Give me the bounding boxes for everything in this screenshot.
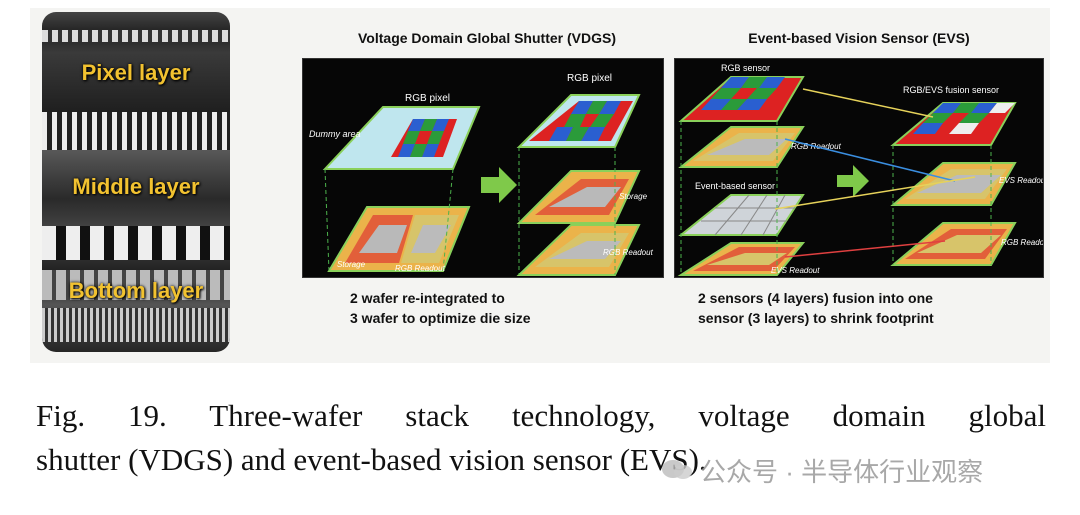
vdgs-caption: 2 wafer re-integrated to 3 wafer to opti… (350, 288, 531, 328)
vdgs-diagram: RGB pixel Dummy area Storage RGB Readout… (302, 58, 664, 278)
evs-fusion-sensor: RGB/EVS fusion sensor (903, 85, 999, 95)
evs-diagram: RGB sensor RGB Readout Event-based senso… (674, 58, 1052, 278)
wechat-icon (662, 460, 692, 479)
evs-caption: 2 sensors (4 layers) fusion into one sen… (698, 288, 934, 328)
middle-layer-label: Middle layer (72, 174, 200, 199)
figure-caption-line1: Fig. 19. Three-wafer stack technology, v… (36, 398, 1046, 433)
bottom-layer-label: Bottom layer (68, 278, 204, 303)
vdgs-caption-line1: 2 wafer re-integrated to (350, 290, 505, 306)
evs-title: Event-based Vision Sensor (EVS) (748, 30, 970, 46)
figure-caption: Fig. 19. Three-wafer stack technology, v… (36, 394, 1046, 482)
vdgs-dummy-area: Dummy area (309, 129, 361, 139)
vdgs-storage-right: Storage (619, 192, 648, 201)
vdgs-title: Voltage Domain Global Shutter (VDGS) (358, 30, 616, 46)
evs-evs-readout-right: EVS Readout (999, 176, 1043, 185)
evs-caption-line2: sensor (3 layers) to shrink footprint (698, 310, 934, 326)
pixel-layer-label: Pixel layer (81, 60, 191, 85)
vdgs-readout-left: RGB Readout (395, 264, 446, 273)
vdgs-storage-left: Storage (337, 260, 366, 269)
cross-section-photo: Pixel layer Middle layer Bottom layer (42, 12, 230, 352)
figure-caption-line2: shutter (VDGS) and event-based vision se… (36, 442, 707, 477)
vdgs-caption-line2: 3 wafer to optimize die size (350, 310, 531, 326)
watermark: 公众号 · 半导体行业观察 (700, 457, 984, 487)
vdgs-rgb-pixel-left: RGB pixel (405, 93, 450, 104)
evs-rgb-sensor: RGB sensor (721, 63, 770, 73)
evs-rgb-readout-right: RGB Readout (1001, 238, 1043, 247)
vdgs-readout-right: RGB Readout (603, 248, 654, 257)
evs-evs-readout: EVS Readout (771, 266, 820, 275)
vdgs-rgb-pixel-right: RGB pixel (567, 73, 612, 84)
figure: Pixel layer Middle layer Bottom layer Vo… (30, 8, 1052, 363)
evs-event-sensor: Event-based sensor (695, 181, 775, 191)
evs-caption-line1: 2 sensors (4 layers) fusion into one (698, 290, 933, 306)
